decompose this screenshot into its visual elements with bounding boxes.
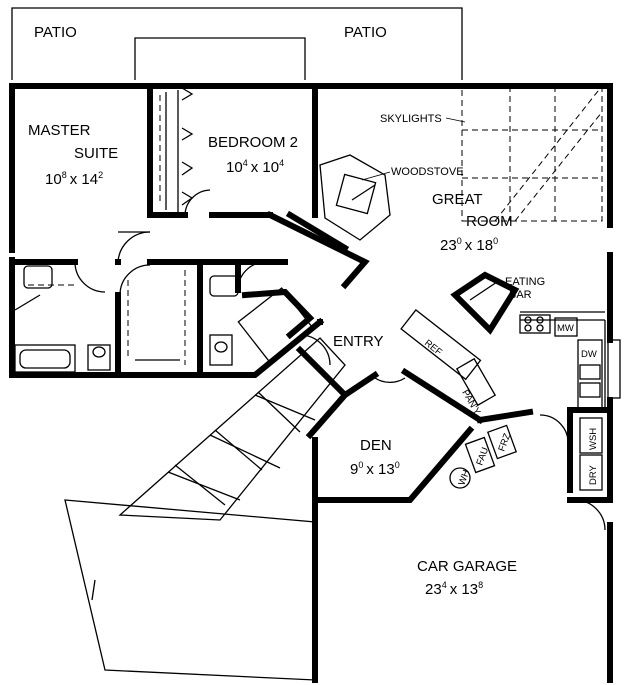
entry-label: ENTRY — [333, 333, 384, 350]
water-heater-label: WH — [456, 468, 472, 487]
exterior-walls — [9, 83, 613, 503]
garage — [64, 497, 613, 683]
woodstove-leader — [361, 171, 391, 181]
dryer-label: DRY — [588, 464, 599, 485]
dishwasher-label: DW — [581, 349, 597, 360]
interior-walls — [9, 83, 370, 378]
patio-left-label: PATIO — [34, 24, 77, 41]
woodstove — [319, 154, 391, 241]
master-suite-label-2: SUITE — [74, 145, 118, 162]
master-suite-label-1: MASTER — [28, 122, 91, 139]
refrigerator-label: REF — [422, 338, 444, 358]
den-label: DEN — [360, 437, 392, 454]
garage-label: CAR GARAGE — [417, 558, 517, 575]
skylight-grid — [461, 85, 603, 222]
pantry-label: PAN'Y — [459, 388, 482, 417]
washer-label: WSH — [588, 428, 599, 450]
skylights-leader — [445, 117, 466, 123]
freezer-label: FRZ — [496, 432, 513, 453]
bath-fixtures — [14, 265, 314, 373]
great-room-label-1: GREAT — [432, 191, 483, 208]
woodstove-label: WOODSTOVE — [391, 166, 464, 178]
eating-bar-label-2: BAR — [509, 289, 532, 301]
eating-bar-label-1: EATING — [505, 276, 545, 288]
kitchen — [400, 271, 621, 411]
patio-right-label: PATIO — [344, 24, 387, 41]
skylights-label: SKYLIGHTS — [380, 113, 442, 125]
closet-hangers — [159, 87, 194, 210]
microwave-label: MW — [557, 323, 574, 334]
patio-outlines — [11, 7, 463, 80]
great-room-label-2: ROOM — [466, 213, 513, 230]
bedroom2-label: BEDROOM 2 — [208, 134, 298, 151]
furnace-label: FAU — [474, 446, 491, 467]
den-walls — [312, 367, 534, 503]
utility — [449, 407, 613, 493]
